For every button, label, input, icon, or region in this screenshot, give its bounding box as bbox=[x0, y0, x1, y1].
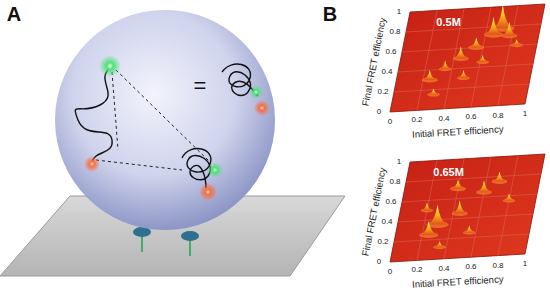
fret-peak bbox=[453, 200, 467, 213]
grid-line bbox=[471, 7, 491, 107]
tether bbox=[189, 240, 191, 256]
fret-peak bbox=[434, 241, 445, 247]
tick-label: 1 bbox=[397, 158, 401, 166]
fret-peak bbox=[423, 70, 437, 80]
grid-line bbox=[471, 157, 491, 257]
acceptor-dye bbox=[84, 156, 100, 172]
fret-peak bbox=[428, 89, 439, 95]
grid-line bbox=[394, 84, 529, 92]
fret-peak bbox=[503, 194, 514, 201]
tick-label: 0 bbox=[388, 268, 392, 276]
fret-peak bbox=[420, 221, 437, 235]
fret-peak bbox=[477, 55, 488, 62]
fret-peak bbox=[485, 17, 502, 35]
grid-line bbox=[498, 156, 518, 256]
tick-label: 0.6 bbox=[465, 113, 476, 121]
anchor bbox=[181, 231, 199, 241]
grid-line bbox=[402, 194, 537, 202]
tick-label: 0.2 bbox=[377, 238, 388, 246]
donor-dye bbox=[99, 55, 121, 77]
panel-letter: B bbox=[323, 4, 337, 24]
tick-label: 1 bbox=[397, 8, 401, 16]
tick-label: 0.4 bbox=[438, 265, 449, 273]
grid-line bbox=[398, 64, 533, 72]
panel-letter: A bbox=[7, 4, 21, 24]
concentration-label: 0.5M bbox=[436, 17, 460, 28]
grid-line bbox=[398, 214, 533, 222]
tick-label: 0.4 bbox=[381, 68, 392, 76]
tick-label: 0.6 bbox=[465, 263, 476, 271]
fret-peak bbox=[458, 70, 469, 78]
fret-peak bbox=[451, 180, 465, 189]
tick-label: 0.2 bbox=[377, 88, 388, 96]
fret-peak bbox=[502, 22, 516, 36]
tick-label: 0.8 bbox=[492, 112, 503, 120]
tick-label: 0.6 bbox=[385, 198, 396, 206]
acceptor-dye bbox=[254, 100, 270, 116]
fret-peak bbox=[464, 226, 475, 233]
tick-label: 0 bbox=[377, 108, 381, 116]
donor-dye bbox=[207, 162, 223, 178]
equals-sign: = bbox=[194, 75, 207, 97]
tick-label: 0 bbox=[388, 118, 392, 126]
distance-lines bbox=[96, 70, 210, 170]
tick-label: 0.4 bbox=[438, 115, 449, 123]
tick-label: 0.8 bbox=[389, 178, 400, 186]
fret-peak bbox=[454, 46, 468, 58]
tick-label: 0.8 bbox=[389, 28, 400, 36]
tick-label: 1 bbox=[523, 260, 527, 268]
axis-title: Initial FRET efficiency bbox=[412, 125, 504, 140]
tick-label: 0.8 bbox=[492, 262, 503, 270]
fret-peak bbox=[477, 180, 491, 192]
surface-plane bbox=[390, 154, 545, 262]
fret-peak bbox=[469, 38, 483, 48]
protein-chains bbox=[75, 64, 258, 188]
grid-line bbox=[406, 24, 541, 32]
vesicle bbox=[55, 10, 275, 230]
fret-peak bbox=[493, 171, 507, 181]
fret-peak bbox=[421, 202, 432, 210]
axis-title: Initial FRET efficiency bbox=[412, 275, 504, 290]
donor-dye bbox=[249, 85, 263, 99]
tether bbox=[141, 236, 143, 252]
tick-label: 0.4 bbox=[381, 218, 392, 226]
fret-peak bbox=[428, 205, 448, 225]
fret-peak bbox=[511, 39, 522, 45]
concentration-label: 0.65M bbox=[433, 167, 464, 178]
tick-label: 0 bbox=[377, 258, 381, 266]
tick-label: 0.6 bbox=[385, 48, 396, 56]
grid-line bbox=[394, 234, 529, 242]
fret-peak bbox=[440, 60, 451, 69]
tick-label: 1 bbox=[523, 110, 527, 118]
acceptor-dye bbox=[199, 183, 217, 201]
tick-label: 0.2 bbox=[411, 116, 422, 124]
grid-line bbox=[406, 174, 541, 182]
surface-plane bbox=[390, 4, 545, 112]
tick-label: 0.2 bbox=[411, 266, 422, 274]
